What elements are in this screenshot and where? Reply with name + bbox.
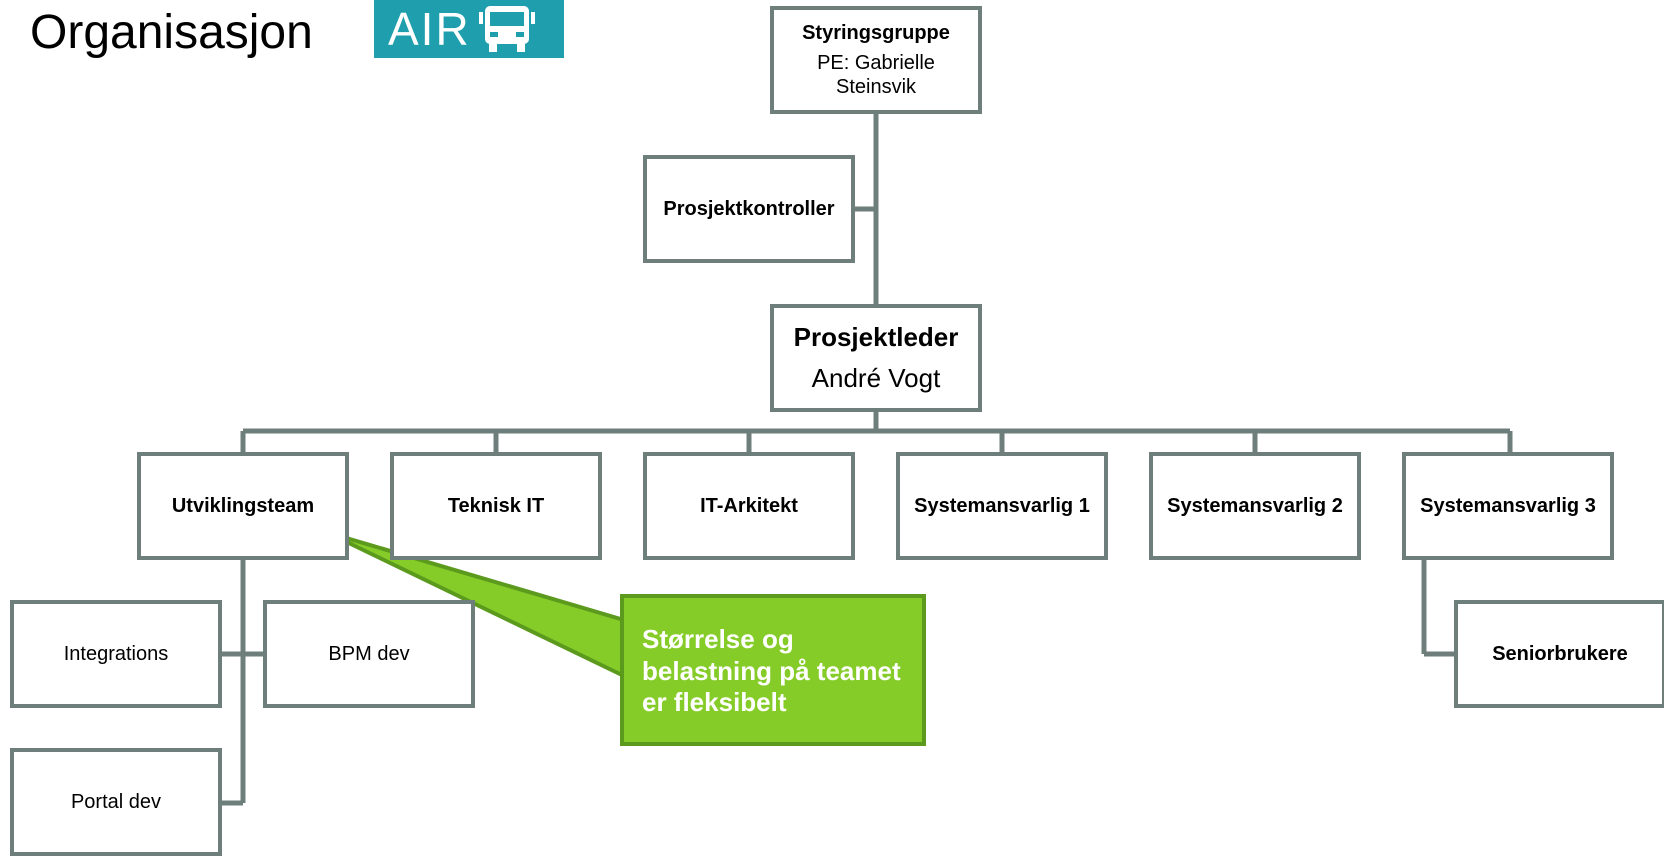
prosjektkontroller-title: Prosjektkontroller xyxy=(663,198,835,220)
integrations-box: Integrations xyxy=(10,600,222,708)
systemansvarlig-1-title: Systemansvarlig 1 xyxy=(914,495,1090,517)
teknisk-it-title: Teknisk IT xyxy=(447,495,545,517)
prosjektleder-subtitle: André Vogt xyxy=(811,363,941,393)
teknisk-it-box: Teknisk IT xyxy=(390,452,602,560)
seniorbrukere-title: Seniorbrukere xyxy=(1492,643,1628,665)
systemansvarlig-2-box: Systemansvarlig 2 xyxy=(1149,452,1361,560)
systemansvarlig-2-title: Systemansvarlig 2 xyxy=(1167,495,1343,517)
systemansvarlig-3-title: Systemansvarlig 3 xyxy=(1420,495,1596,517)
logo-text: AIR xyxy=(388,3,471,55)
portal-dev-box: Portal dev xyxy=(10,748,222,856)
callout-text: Størrelse og belastning på teamet er fle… xyxy=(642,624,901,718)
integrations-title: Integrations xyxy=(63,643,169,665)
utviklingsteam-box: Utviklingsteam xyxy=(137,452,349,560)
styringsgruppe-title: Styringsgruppe xyxy=(802,22,950,44)
seniorbrukere-box: Seniorbrukere xyxy=(1454,600,1664,708)
bus-icon xyxy=(478,6,535,52)
bpm-dev-title: BPM dev xyxy=(328,643,410,665)
portal-dev-title: Portal dev xyxy=(70,791,162,813)
prosjektleder-box: Prosjektleder André Vogt xyxy=(770,304,982,412)
styringsgruppe-subtitle: PE: Gabrielle Steinsvik xyxy=(817,52,935,98)
it-arkitekt-box: IT-Arkitekt xyxy=(643,452,855,560)
it-arkitekt-title: IT-Arkitekt xyxy=(700,495,798,517)
utviklingsteam-title: Utviklingsteam xyxy=(171,495,315,517)
prosjektkontroller-box: Prosjektkontroller xyxy=(643,155,855,263)
bpm-dev-box: BPM dev xyxy=(263,600,475,708)
callout-note: Størrelse og belastning på teamet er fle… xyxy=(620,594,926,746)
styringsgruppe-box: Styringsgruppe PE: Gabrielle Steinsvik xyxy=(770,6,982,114)
air-logo: AIR xyxy=(374,0,564,58)
systemansvarlig-3-box: Systemansvarlig 3 xyxy=(1402,452,1614,560)
page-title: Organisasjon xyxy=(30,6,313,59)
systemansvarlig-1-box: Systemansvarlig 1 xyxy=(896,452,1108,560)
prosjektleder-title: Prosjektleder xyxy=(793,321,959,352)
